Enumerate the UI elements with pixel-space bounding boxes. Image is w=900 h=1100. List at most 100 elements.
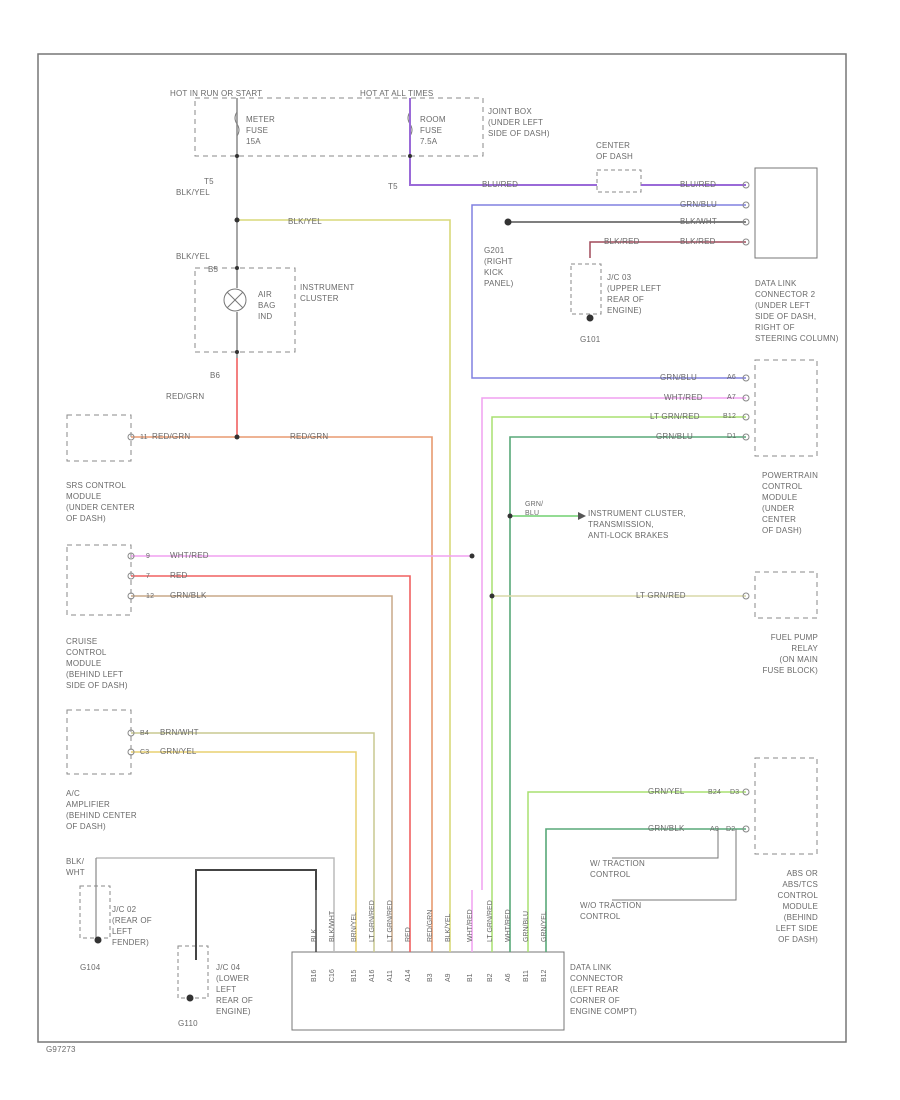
unknown-module-box — [66, 414, 132, 462]
wire-lt-grn-red-pcm — [491, 416, 746, 890]
dlc-wire-label: BLK — [311, 928, 318, 942]
dlc-wire-label: LT GRN/RED — [387, 900, 394, 942]
instrument-cluster-outline — [194, 267, 296, 353]
wire-grn-blu-pcm — [509, 436, 746, 890]
room-fuse-label: ROOM FUSE 7.5A — [420, 115, 446, 146]
wire-label-blk-red: BLK/RED — [680, 237, 716, 246]
pin-d1: D1 — [727, 433, 737, 440]
wire-orn-blk-srs — [131, 595, 393, 890]
jc03-box — [570, 263, 602, 315]
dlc-pin-label: B11 — [523, 970, 530, 982]
wire-grn-yel-abs — [527, 791, 746, 890]
wire-label-brn-wht: BRN/WHT — [160, 728, 199, 737]
wire-label-blk-yel-3: BLK/YEL — [176, 252, 210, 261]
wire-label-red-grn-1: RED/GRN — [166, 392, 205, 401]
wire-wht-red-pcm — [481, 397, 746, 890]
pin-b5: B5 — [208, 265, 219, 274]
ac-amp-label: A/C AMPLIFIER (BEHIND CENTER OF DASH) — [66, 789, 137, 831]
wire-label-blk-yel-1: BLK/YEL — [176, 188, 210, 197]
dlc-pin-label: A14 — [405, 969, 412, 982]
dlc-wire-label: WHT/RED — [505, 909, 512, 942]
srs-module-box — [66, 544, 132, 616]
wire-brn-wht-cruise — [131, 732, 375, 890]
dlc-pin-label: A9 — [445, 973, 452, 982]
wire-label-wht-red: WHT/RED — [664, 393, 703, 402]
dlc-pin-label: A6 — [505, 973, 512, 982]
blk-wht-label: BLK/ WHT — [66, 857, 85, 877]
wire-label-blu-red-2: BLU/RED — [680, 180, 717, 189]
srs-label: SRS CONTROL MODULE (UNDER CENTER OF DASH… — [66, 481, 135, 523]
pin-d2: D2 — [726, 826, 736, 833]
g110-label: G110 — [178, 1019, 198, 1028]
pin-a6: A6 — [727, 374, 736, 381]
g201-label: G201 (RIGHT KICK PANEL) — [484, 246, 514, 288]
dlc-wire-label: GRN/YEL — [541, 911, 548, 942]
dlc-pin-label: C16 — [329, 969, 336, 982]
data-link-connector-box — [291, 951, 565, 1031]
jc03-label: J/C 03 (UPPER LEFT REAR OF ENGINE) — [607, 273, 662, 315]
wire-label-grn-yel-2: GRN/YEL — [648, 787, 685, 796]
dlc-pin-label: A11 — [387, 970, 394, 982]
dlc-pin-label: B16 — [311, 969, 318, 982]
wire-label-grn-blk-2: GRN/BLK — [648, 824, 685, 833]
pin-b4: B4 — [140, 730, 149, 737]
figure-id: G97273 — [46, 1045, 76, 1054]
dlc-pin-label: B15 — [351, 969, 358, 982]
pcm-label: POWERTRAIN CONTROL MODULE (UNDER CENTER … — [762, 471, 819, 535]
pin-11: 11 — [140, 434, 148, 441]
wire-label-wht-red-2: WHT/RED — [170, 551, 209, 560]
pin-b6: B6 — [210, 371, 221, 380]
dlc-wire-label: WHT/RED — [467, 909, 474, 942]
pcm-box — [754, 359, 818, 457]
wire-label-grn-blu-2: GRN/BLU — [660, 373, 697, 382]
wire-label-grn-blk: GRN/BLK — [170, 591, 207, 600]
instrument-cluster-trans-label: INSTRUMENT CLUSTER, TRANSMISSION, ANTI-L… — [588, 509, 686, 540]
jc02-label: J/C 02 (REAR OF LEFT FENDER) — [112, 905, 152, 947]
with-traction-label: W/ TRACTION CONTROL — [590, 859, 645, 879]
pin-c3: C3 — [140, 749, 150, 756]
wire-label-grn-blu: GRN/BLU — [680, 200, 717, 209]
dlc-wire-label: LT GRN/RED — [369, 900, 376, 942]
dlc-wire-label: GRN/BLU — [523, 910, 530, 942]
pin-9: 9 — [146, 553, 151, 560]
abs-module-box — [754, 757, 818, 855]
pin-a7: A7 — [727, 394, 736, 401]
dlc-pin-label: A16 — [369, 969, 376, 982]
wire-blk-red — [589, 241, 746, 258]
wire-label-red-grn-2: RED/GRN — [152, 432, 191, 441]
grn-blu-branch-label: GRN/ BLU — [525, 501, 544, 517]
pin-7: 7 — [146, 573, 151, 580]
dlc-wire-label: BLK/WHT — [329, 910, 336, 942]
instrument-cluster-label: INSTRUMENT CLUSTER — [300, 283, 355, 303]
air-bag-label: AIR BAG IND — [258, 290, 276, 321]
pin-t5: T5 — [204, 177, 214, 186]
cruise-label: CRUISE CONTROL MODULE (BEHIND LEFT SIDE … — [66, 637, 128, 690]
wire-blu-red-room — [409, 98, 597, 186]
meter-fuse-label: METER FUSE 15A — [246, 115, 275, 146]
wire-label-grn-yel: GRN/YEL — [160, 747, 197, 756]
wire-label-lt-grn-red-2: LT GRN/RED — [636, 591, 686, 600]
hot-in-run-label: HOT IN RUN OR START — [170, 89, 263, 98]
pin-b24: B24 — [708, 789, 722, 796]
wire-grn-blu-loop — [471, 204, 746, 379]
diagram-border — [37, 53, 847, 1043]
dlc-pin-label: B12 — [541, 969, 548, 982]
wire-label-lt-grn-red: LT GRN/RED — [650, 412, 700, 421]
wire-label-blk-red-2: BLK/RED — [604, 237, 640, 246]
jc04-box — [177, 945, 209, 999]
dlc-wire-label: RED/GRN — [427, 909, 434, 942]
dlc-pin-label: B2 — [487, 973, 494, 982]
dlc-wire-label: BRN/YEL — [351, 912, 358, 942]
wire-label-blk-wht: BLK/WHT — [680, 217, 717, 226]
wire-red-grn-main — [237, 436, 433, 890]
without-traction-label: W/O TRACTION CONTROL — [580, 901, 642, 921]
wire-grn-yel-cruise — [131, 751, 357, 890]
center-of-dash-label: CENTER OF DASH — [596, 141, 633, 161]
wire-blk-jc04 — [195, 869, 317, 960]
jc02-box — [79, 885, 111, 939]
g101-label: G101 — [580, 335, 601, 344]
wire-label-grn-blu-3: GRN/BLU — [656, 432, 693, 441]
pin-d3: D3 — [730, 789, 740, 796]
dlc-pin-label: B3 — [427, 973, 434, 982]
fuel-pump-relay-box — [754, 571, 818, 619]
